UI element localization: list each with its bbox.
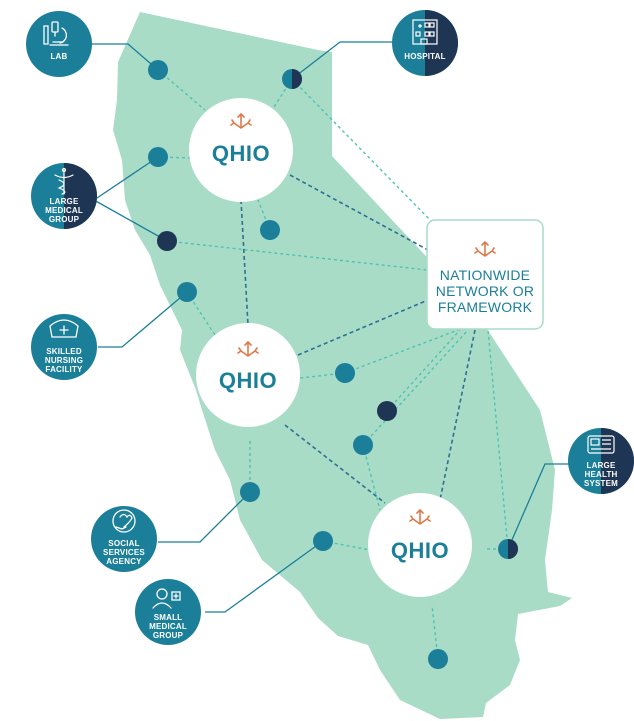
nationwide-network-box: NATIONWIDE NETWORK OR FRAMEWORK	[426, 219, 544, 330]
node-dot-split	[282, 69, 302, 89]
participant-badge-skilled-nursing-facility: SKILLED NURSING FACILITY	[31, 314, 97, 380]
node-dot	[177, 282, 197, 302]
qhio-hub-central: QHIO	[196, 323, 300, 427]
participant-label: SOCIAL	[108, 539, 139, 548]
nurse-cap-icon	[49, 319, 79, 338]
network-line-2: NETWORK OR	[436, 283, 534, 299]
participant-label: GROUP	[153, 631, 184, 640]
qhio-label: QHIO	[391, 538, 449, 563]
participant-label: NURSING	[45, 356, 83, 365]
participant-label: MEDICAL	[149, 622, 187, 631]
node-dot	[260, 220, 280, 240]
node-dot-split	[498, 539, 518, 559]
hospital-building-icon	[412, 19, 438, 45]
node-dot	[240, 482, 260, 502]
qhio-hub-north: QHIO	[189, 98, 293, 202]
node-dot	[428, 649, 448, 669]
node-dot	[377, 401, 397, 421]
node-dot	[353, 435, 373, 455]
qhio-hub-south: QHIO	[368, 493, 472, 597]
participant-badge-large-health-system: LARGE HEALTH SYSTEM	[568, 428, 634, 494]
caduceus-icon	[54, 167, 74, 195]
participant-label: HOSPITAL	[404, 52, 445, 61]
node-dot	[313, 531, 333, 551]
participant-label: SYSTEM	[584, 479, 618, 488]
node-dots	[148, 60, 518, 669]
share-icon	[474, 240, 496, 257]
health-card-icon	[587, 435, 615, 454]
participant-leader-lines	[92, 41, 573, 613]
node-dot	[335, 363, 355, 383]
network-line-1: NATIONWIDE	[440, 267, 530, 283]
participant-label: LARGE	[50, 197, 79, 206]
heart-hand-icon	[112, 509, 136, 533]
participant-badge-social-services-agency: SOCIAL SERVICES AGENCY	[91, 506, 157, 572]
network-line-3: FRAMEWORK	[438, 299, 533, 315]
participant-label: LAB	[50, 52, 67, 61]
participant-label: HEALTH	[584, 470, 617, 479]
participant-badge-lab: LAB	[26, 11, 92, 77]
node-dot	[148, 60, 168, 80]
node-dot	[157, 231, 177, 251]
participant-badge-small-medical-group: SMALL MEDICAL GROUP	[135, 579, 201, 645]
participant-label: SKILLED	[46, 347, 82, 356]
participant-label: SERVICES	[103, 548, 145, 557]
share-icon	[237, 340, 259, 357]
participant-label: SMALL	[154, 613, 183, 622]
participant-label: FACILITY	[45, 365, 83, 374]
microscope-icon	[43, 21, 69, 46]
participant-label: AGENCY	[106, 557, 142, 566]
node-dot	[148, 147, 168, 167]
participant-label: GROUP	[49, 215, 80, 224]
participant-badge-large-medical-group: LARGE MEDICAL GROUP	[31, 163, 97, 229]
participant-label: MEDICAL	[45, 206, 83, 215]
qhio-label: QHIO	[219, 368, 277, 393]
share-icon	[409, 508, 431, 525]
share-icon	[230, 112, 252, 129]
participant-label: LARGE	[587, 461, 616, 470]
participant-badge-hospital: HOSPITAL	[392, 10, 458, 76]
doctor-icon	[152, 588, 181, 609]
qhio-label: QHIO	[212, 141, 270, 166]
dark-dashed-links	[240, 174, 476, 504]
